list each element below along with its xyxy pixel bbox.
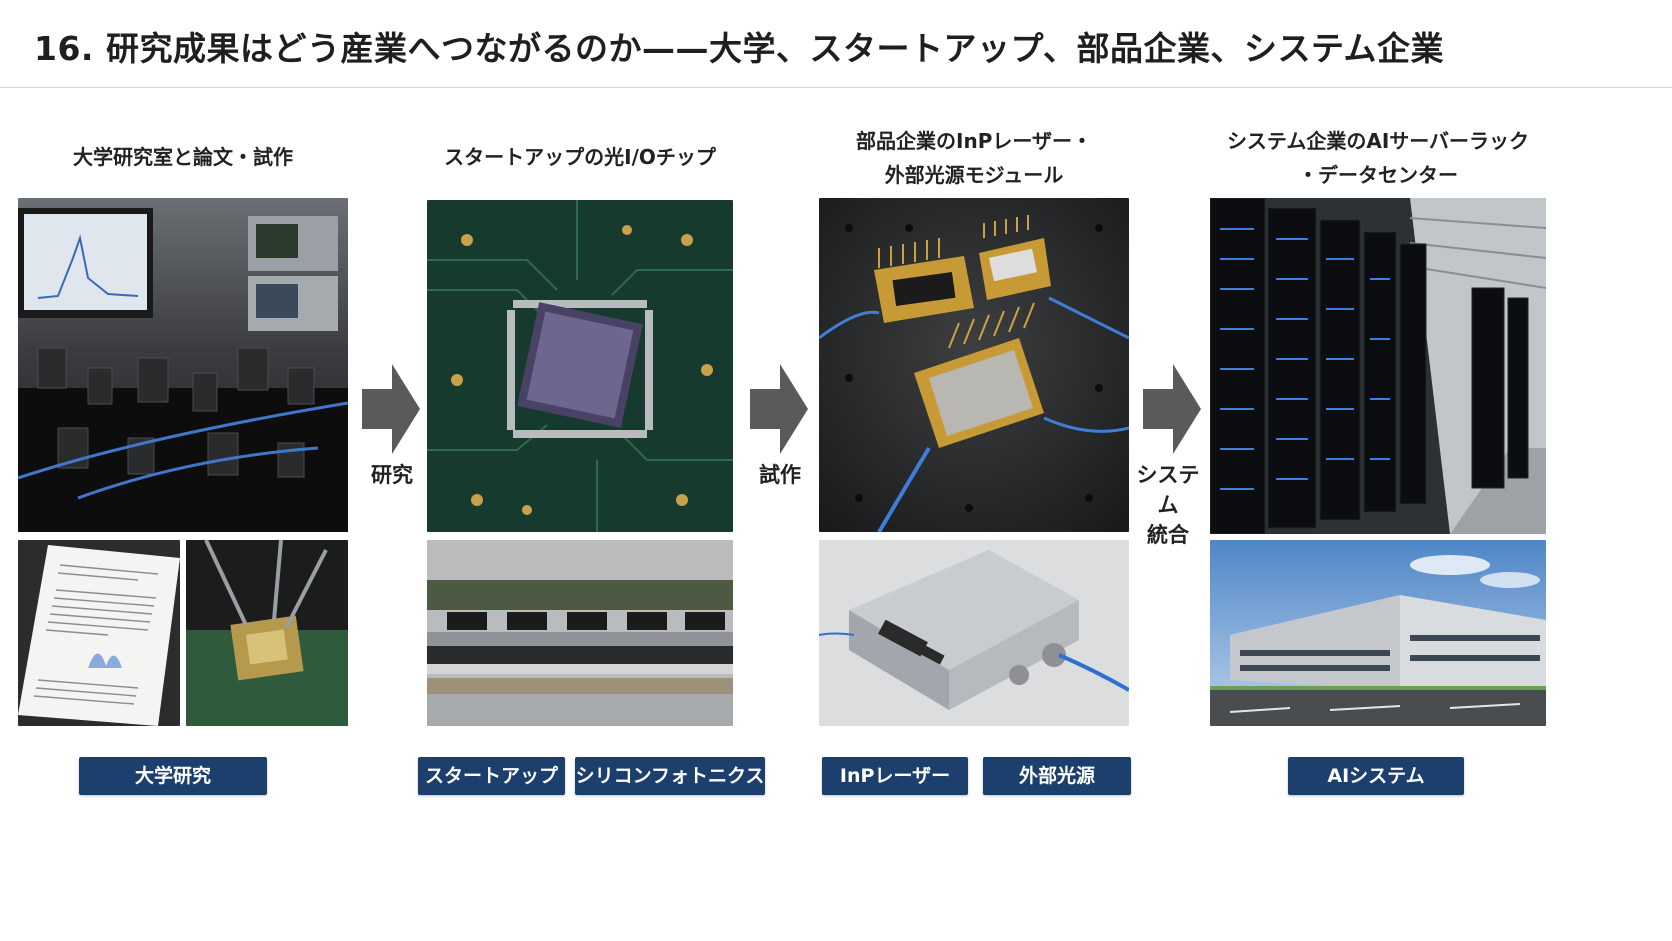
transition-3-line-1: システム (1136, 463, 1200, 517)
transition-3-line-2: 統合 (1147, 523, 1189, 547)
stage-1-heading-line-1: 大学研究室と論文・試作 (73, 145, 293, 169)
arrow-right-icon (362, 364, 420, 454)
tag-external-light-source: 外部光源 (983, 757, 1131, 795)
stage-2-heading-line-1: スタートアップの光I/Oチップ (444, 145, 716, 169)
tag-startup: スタートアップ (418, 757, 565, 795)
transition-1-label: 研究 (352, 460, 432, 490)
tag-ai-system: AIシステム (1288, 757, 1464, 795)
stage-4-heading-line-1: システム企業のAIサーバーラック (1226, 129, 1530, 153)
tag-silicon-photonics: シリコンフォトニクス (575, 757, 765, 795)
stage-1-heading: 大学研究室と論文・試作 (18, 140, 348, 174)
transition-2-label: 試作 (740, 460, 820, 490)
tag-university-research: 大学研究 (79, 757, 267, 795)
photo-butterfly-laser-packages (819, 198, 1129, 532)
transition-1-line-1: 研究 (371, 463, 413, 487)
stage-3-heading-line-1: 部品企業のInPレーザー・ (856, 129, 1092, 153)
stage-3-heading-line-2: 外部光源モジュール (884, 163, 1064, 187)
arrow-right-icon (750, 364, 808, 454)
photo-chip-cross-section (427, 540, 733, 726)
stage-2-heading: スタートアップの光I/Oチップ (427, 140, 733, 174)
photo-external-light-source-module (819, 540, 1129, 726)
tag-inp-laser: InPレーザー (822, 757, 968, 795)
photo-optical-lab-bench (18, 198, 348, 532)
stage-4-heading-line-2: ・データセンター (1298, 163, 1458, 187)
photo-photonic-chip-on-pcb (427, 200, 733, 532)
title-divider (0, 87, 1672, 88)
photo-research-paper (18, 540, 180, 726)
slide-title: 16. 研究成果はどう産業へつながるのか——大学、スタートアップ、部品企業、シス… (34, 29, 1444, 68)
arrow-right-icon (1143, 364, 1201, 454)
photo-server-rack-aisle (1210, 198, 1546, 534)
transition-3-label: システム 統合 (1128, 460, 1208, 550)
photo-datacenter-building (1210, 540, 1546, 726)
stage-4-heading: システム企業のAIサーバーラック ・データセンター (1200, 124, 1556, 192)
photo-probe-station-chip (186, 540, 348, 726)
stage-3-heading: 部品企業のInPレーザー・ 外部光源モジュール (800, 124, 1148, 192)
transition-2-line-1: 試作 (759, 463, 801, 487)
